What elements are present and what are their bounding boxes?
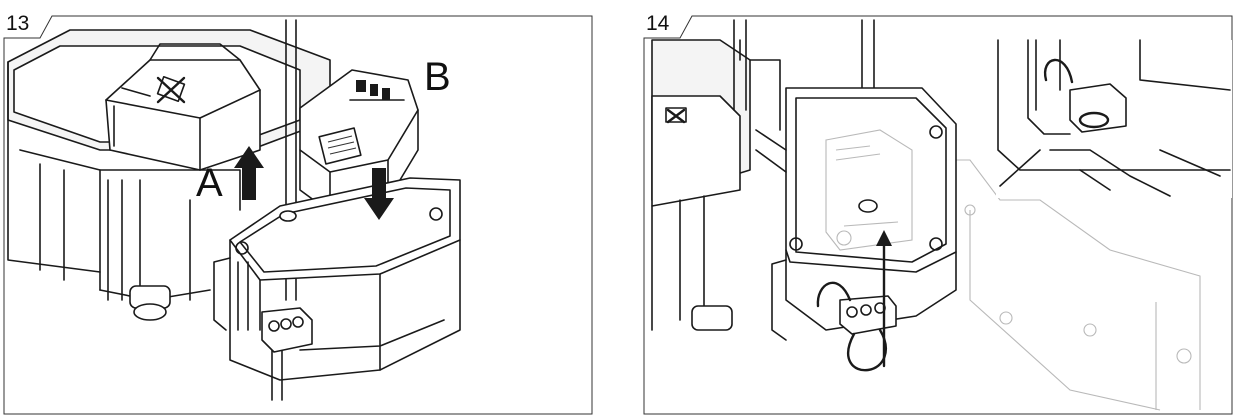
controller-housing [651,39,781,331]
screw [858,199,878,213]
step-14-panel: 14 [640,0,1239,420]
step-14-frame [643,15,1233,415]
cable-gland [816,281,897,372]
callout-b: B [424,55,451,99]
circuit-module [299,69,419,213]
callout-a: A [196,161,223,205]
step-number: 13 [6,12,29,35]
step-13-illustration: 13 [3,12,593,415]
detail-inset [996,39,1232,198]
enclosure-box [755,87,957,341]
step-number: 14 [646,12,670,35]
enclosure-box [213,177,461,381]
step-13-panel: 13 [0,0,600,420]
circuit-module-ghost [825,129,913,251]
cover-cap [105,43,261,171]
arrow-a-up [234,146,264,200]
cable-gland [261,307,313,353]
step-14-illustration: 14 [643,12,1233,415]
screw [279,210,297,222]
mounting-plate-ghost [870,159,1201,411]
arrow-up [876,230,892,368]
step-13-frame [3,15,593,415]
arrow-b-down [364,168,394,220]
